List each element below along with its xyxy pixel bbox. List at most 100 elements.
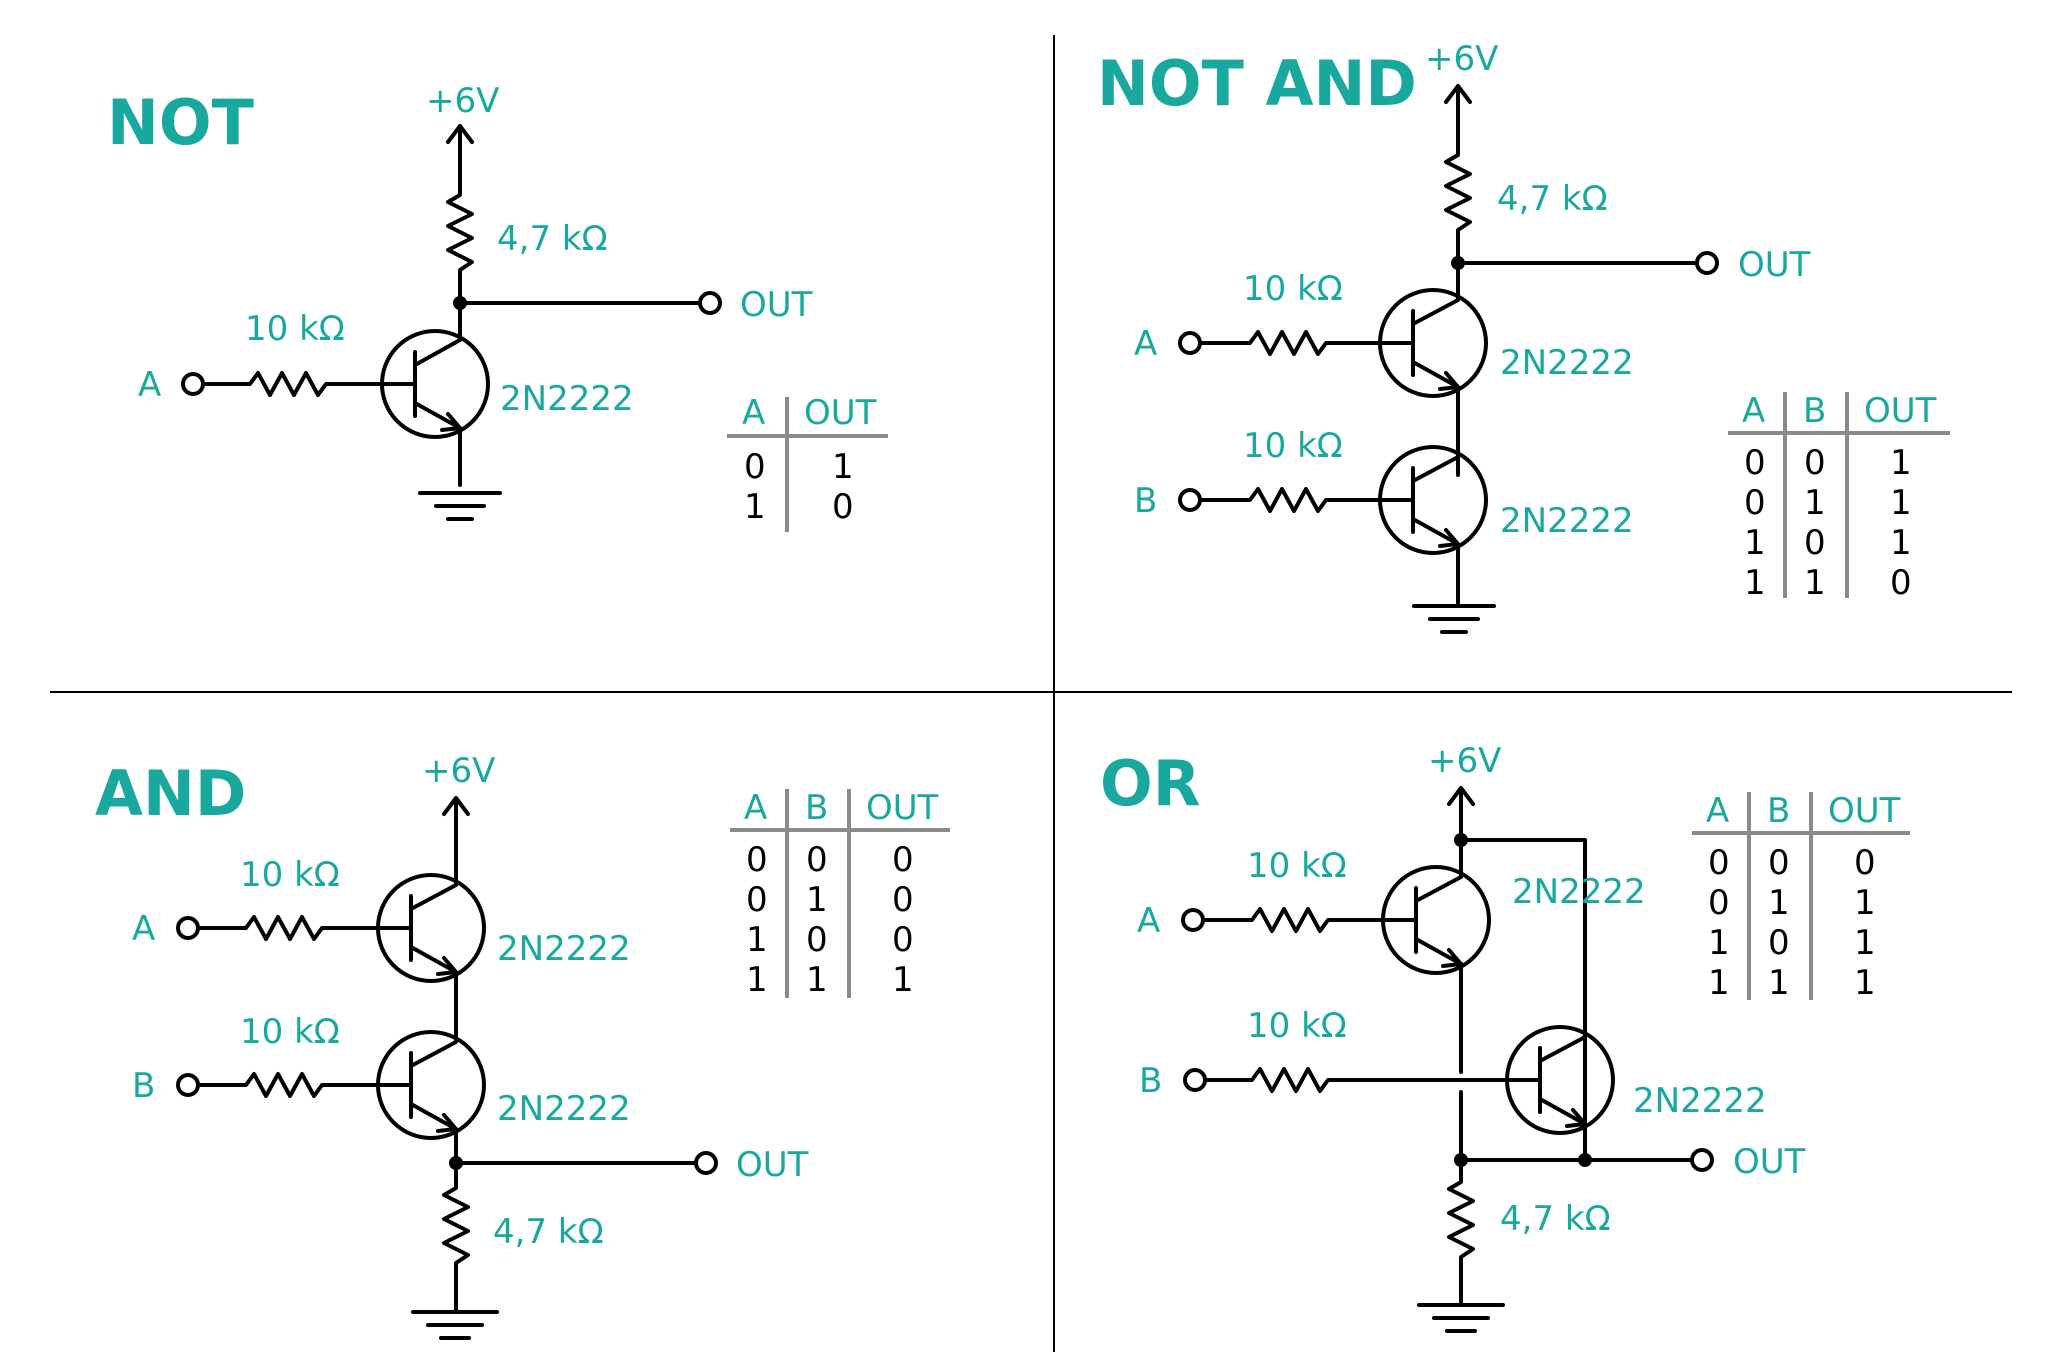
or-out-terminal bbox=[1690, 1148, 1714, 1172]
not-supply-label: +6V bbox=[426, 81, 499, 121]
or-title: OR bbox=[1100, 747, 1200, 820]
table-cell: 0 bbox=[1744, 443, 1766, 483]
emitter-arrow-icon bbox=[436, 956, 458, 976]
table-cell: 0 bbox=[746, 880, 768, 920]
supply-arrow-icon bbox=[1444, 84, 1472, 127]
table-cell: 0 bbox=[746, 840, 768, 880]
or-pulldown-resistor bbox=[1447, 1158, 1475, 1307]
table-cell: 0 bbox=[806, 920, 828, 960]
ground-icon bbox=[1412, 604, 1496, 634]
emitter-arrow-icon bbox=[1438, 528, 1460, 548]
and-pulldown-label: 4,7 kΩ bbox=[493, 1212, 604, 1252]
table-header: B bbox=[1767, 791, 1790, 831]
nand-supply-label: +6V bbox=[1425, 39, 1498, 79]
nand-transistor-1-label: 2N2222 bbox=[1500, 343, 1634, 383]
table-cell: 1 bbox=[1744, 563, 1766, 603]
nand-base-a-resistor bbox=[1198, 330, 1415, 356]
and-base-b-resistor bbox=[196, 1072, 413, 1098]
nand-in-a-label: A bbox=[1134, 324, 1157, 364]
or-supply-rail bbox=[1459, 838, 1587, 1157]
and-base-a-label: 10 kΩ bbox=[240, 855, 340, 895]
and-gate-panel: AND +6V A 10 kΩ 2N2222 B 10 kΩ 2N2222 OU… bbox=[95, 751, 950, 1340]
supply-arrow-icon bbox=[1447, 786, 1475, 842]
not-transistor-label: 2N2222 bbox=[500, 379, 634, 419]
and-in-a-terminal bbox=[176, 916, 200, 940]
nand-in-a-terminal bbox=[1178, 331, 1202, 355]
table-cell: 1 bbox=[1890, 483, 1912, 523]
and-out-terminal bbox=[694, 1151, 718, 1175]
not-in-a-label: A bbox=[138, 365, 161, 405]
emitter-arrow-icon bbox=[1438, 371, 1460, 391]
table-cell: 1 bbox=[832, 447, 854, 487]
not-pullup-resistor bbox=[446, 163, 474, 305]
or-transistor-1-label: 2N2222 bbox=[1512, 872, 1646, 912]
not-emitter bbox=[413, 401, 462, 487]
or-transistor-2-label: 2N2222 bbox=[1633, 1081, 1767, 1121]
not-base-resistor bbox=[201, 371, 417, 397]
emitter-arrow-icon bbox=[1441, 948, 1463, 968]
table-header: A bbox=[742, 393, 765, 433]
emitter-arrow-icon bbox=[436, 1113, 458, 1133]
table-cell: 0 bbox=[1804, 523, 1826, 563]
nand-gate-panel: NOT AND +6V 4,7 kΩ OUT A 10 kΩ 2N2222 B … bbox=[1097, 39, 1950, 634]
table-cell: 1 bbox=[1708, 963, 1730, 1003]
or-in-a-label: A bbox=[1137, 901, 1160, 941]
nand-base-b-label: 10 kΩ bbox=[1243, 426, 1343, 466]
and-in-a-label: A bbox=[132, 909, 155, 949]
and-transistor-1-label: 2N2222 bbox=[497, 929, 631, 969]
and-title: AND bbox=[95, 757, 246, 830]
table-header: A bbox=[744, 788, 767, 828]
and-pulldown-resistor bbox=[442, 1161, 470, 1314]
or-gate-panel: OR +6V A 10 kΩ 2N2222 B 10 kΩ 2N2222 OUT bbox=[1100, 741, 1910, 1333]
nand-in-b-terminal bbox=[1178, 488, 1202, 512]
table-cell: 0 bbox=[1708, 843, 1730, 883]
nand-out-label: OUT bbox=[1738, 245, 1811, 285]
table-cell: 1 bbox=[1890, 523, 1912, 563]
supply-arrow-icon bbox=[442, 796, 470, 882]
not-gate-panel: NOT +6V 4,7 kΩ OUT A 10 kΩ 2N2222 A OUT … bbox=[107, 81, 888, 532]
table-cell: 1 bbox=[1854, 923, 1876, 963]
table-header: OUT bbox=[866, 788, 939, 828]
or-base-b-label: 10 kΩ bbox=[1247, 1006, 1347, 1046]
or-in-b-terminal bbox=[1183, 1068, 1207, 1092]
table-cell: 0 bbox=[892, 920, 914, 960]
nand-base-a-label: 10 kΩ bbox=[1243, 269, 1343, 309]
table-cell: 0 bbox=[806, 840, 828, 880]
table-cell: 1 bbox=[1804, 483, 1826, 523]
table-cell: 0 bbox=[832, 487, 854, 527]
ground-icon bbox=[418, 491, 502, 521]
and-in-b-terminal bbox=[176, 1073, 200, 1097]
table-cell: 1 bbox=[1708, 923, 1730, 963]
not-out-terminal bbox=[698, 291, 722, 315]
table-cell: 1 bbox=[746, 920, 768, 960]
not-truth-table: A OUT 0 1 1 0 bbox=[727, 393, 888, 532]
table-header: OUT bbox=[1828, 791, 1901, 831]
table-cell: 0 bbox=[1890, 563, 1912, 603]
not-out-label: OUT bbox=[740, 285, 813, 325]
or-pulldown-label: 4,7 kΩ bbox=[1500, 1199, 1611, 1239]
table-cell: 0 bbox=[892, 840, 914, 880]
table-header: B bbox=[1803, 391, 1826, 431]
table-header: A bbox=[1706, 791, 1729, 831]
or-supply-label: +6V bbox=[1428, 741, 1501, 781]
ground-icon bbox=[1417, 1303, 1505, 1333]
table-cell: 1 bbox=[1768, 883, 1790, 923]
table-cell: 1 bbox=[892, 960, 914, 1000]
nand-pullup-label: 4,7 kΩ bbox=[1497, 179, 1608, 219]
and-truth-table: A B OUT 0 0 0 0 1 0 1 0 0 1 1 1 bbox=[730, 788, 950, 1000]
table-cell: 1 bbox=[1768, 963, 1790, 1003]
nand-in-b-label: B bbox=[1134, 481, 1157, 521]
table-cell: 1 bbox=[1890, 443, 1912, 483]
and-transistor-2-label: 2N2222 bbox=[497, 1089, 631, 1129]
or-in-b-label: B bbox=[1139, 1061, 1162, 1101]
nand-base-b-resistor bbox=[1198, 487, 1415, 513]
not-base-label: 10 kΩ bbox=[245, 309, 345, 349]
table-header: OUT bbox=[804, 393, 877, 433]
nand-transistor-2-label: 2N2222 bbox=[1500, 501, 1634, 541]
table-cell: 1 bbox=[1854, 963, 1876, 1003]
table-header: B bbox=[805, 788, 828, 828]
or-base-b-resistor bbox=[1203, 1067, 1542, 1093]
or-base-a-resistor bbox=[1201, 907, 1418, 933]
ground-icon bbox=[411, 1310, 499, 1340]
